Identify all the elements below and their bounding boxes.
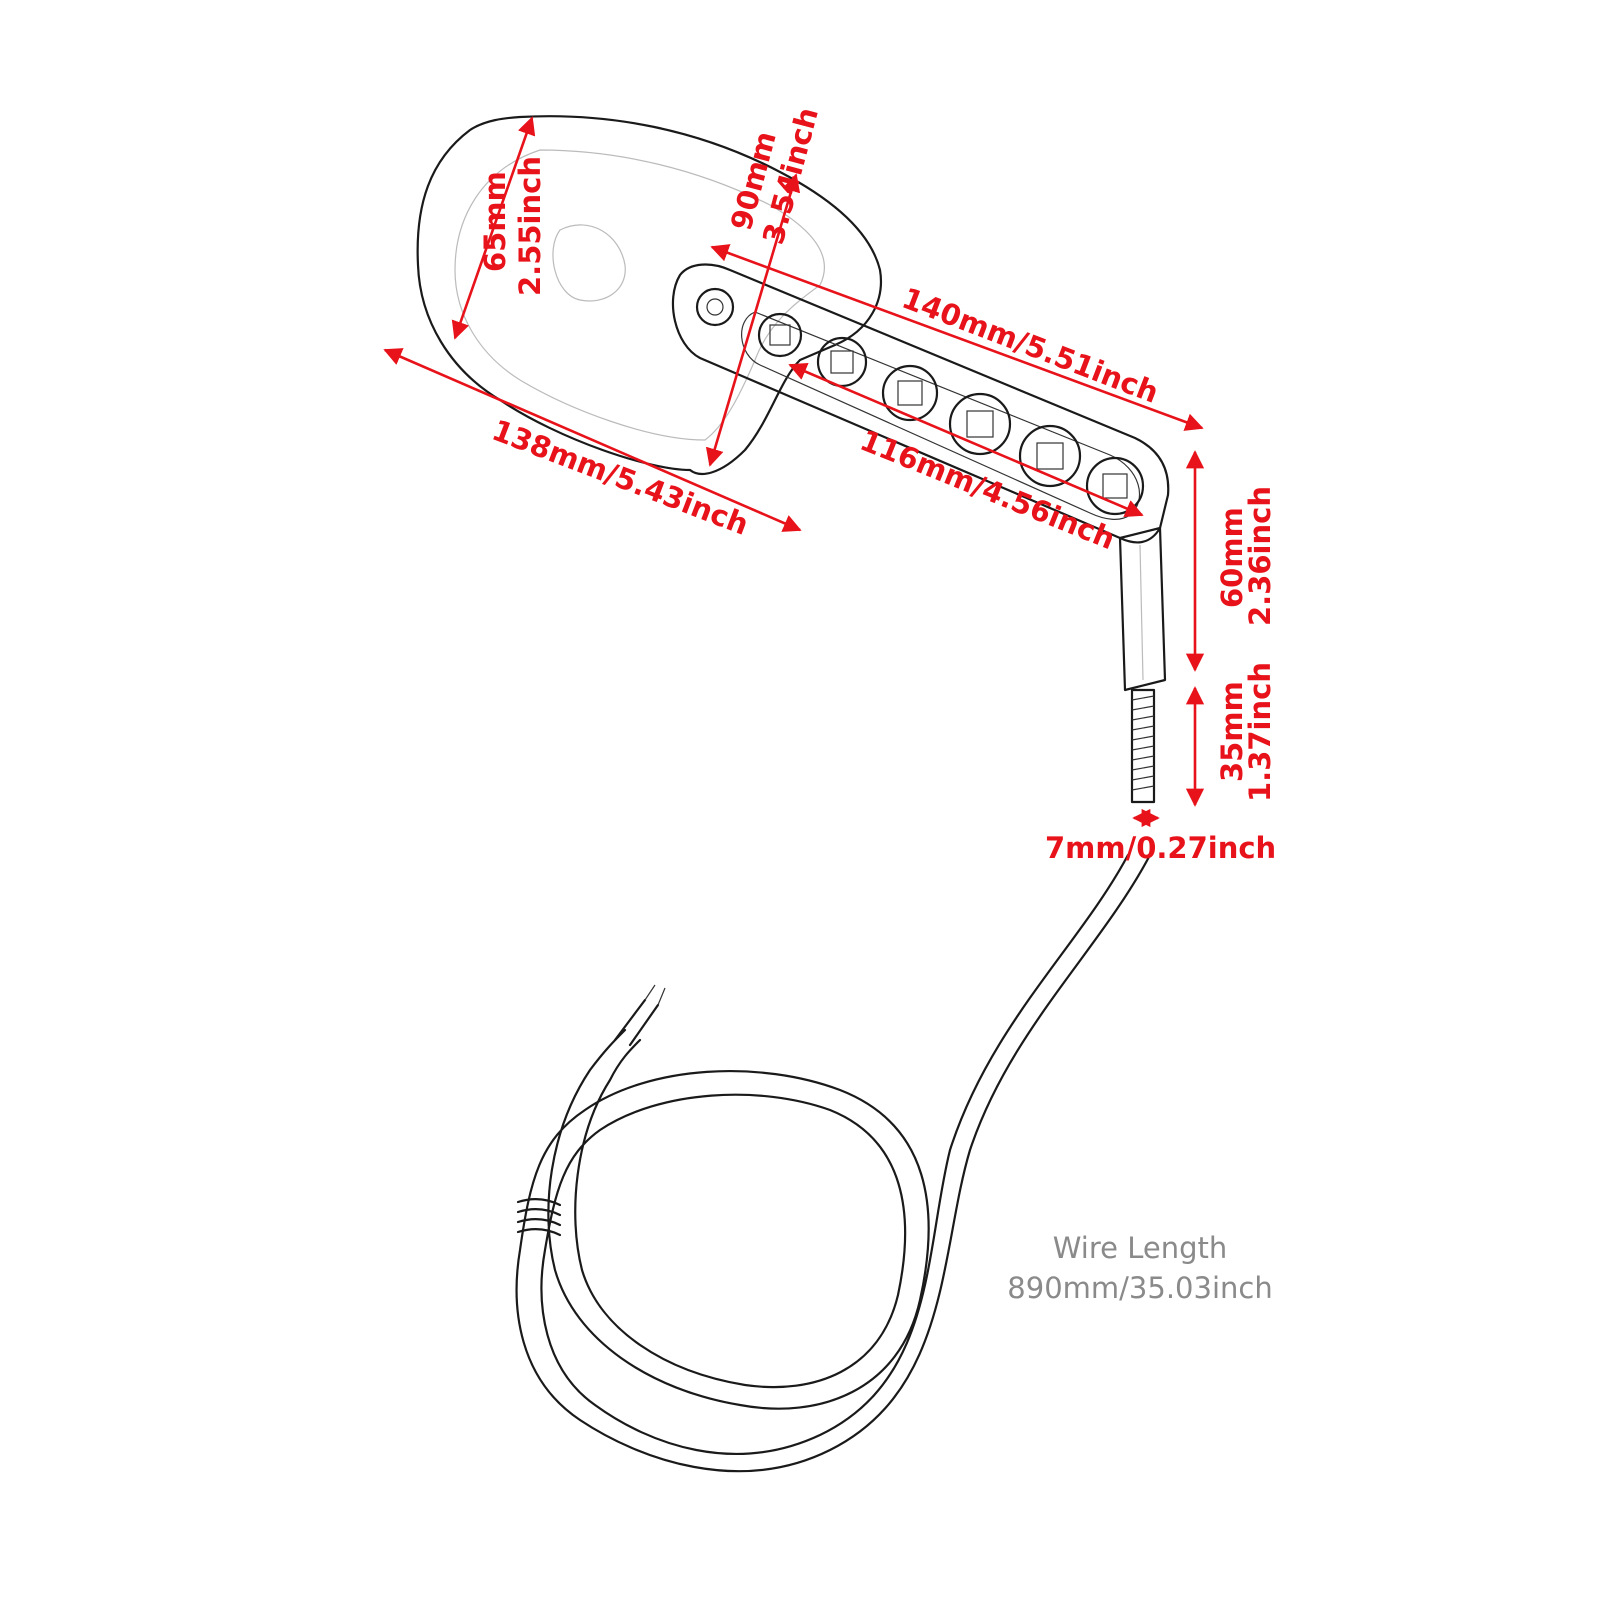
wire-length-label: Wire Length 890mm/35.03inch	[1007, 1231, 1272, 1305]
label-mirror-height-mm: 65mm	[478, 171, 512, 272]
dimension-lines	[383, 116, 1205, 828]
dimension-labels: 65mm 2.55inch 90mm 3.54inch 140mm/5.51in…	[478, 104, 1277, 865]
stem-highlight	[1139, 544, 1144, 681]
mirror-reflection	[552, 224, 626, 302]
mirror-head	[416, 115, 882, 476]
arm-stem	[1118, 526, 1167, 692]
wire-tie	[516, 1198, 562, 1237]
label-mirror-height-inch: 2.55inch	[513, 156, 547, 296]
led-6	[1085, 456, 1145, 516]
label-thread-diameter: 7mm/0.27inch	[1045, 831, 1276, 865]
wire	[515, 853, 1152, 1473]
wire-cable-outer	[515, 853, 1152, 1473]
label-thread-length-inch: 1.37inch	[1243, 662, 1277, 802]
dim-line-mirror-width	[383, 348, 802, 532]
arm-pivot-bolt-center	[706, 298, 724, 316]
dim-line-led-length	[788, 363, 1144, 517]
dim-line-mirror-height	[451, 116, 536, 340]
label-thread-length-mm: 35mm	[1215, 681, 1249, 782]
wire-ends	[613, 984, 666, 1047]
label-stem-height-inch: 2.36inch	[1243, 486, 1277, 626]
led-1	[757, 312, 803, 358]
bolt-threads	[1131, 695, 1155, 791]
wire-length-value: 890mm/35.03inch	[1007, 1271, 1272, 1305]
mirror-outline	[416, 115, 882, 476]
wire-cable-inner	[540, 853, 1130, 1455]
wire-length-title: Wire Length	[1053, 1231, 1227, 1265]
label-stem-height-mm: 60mm	[1215, 507, 1249, 608]
arm-pivot-bolt	[695, 287, 735, 327]
